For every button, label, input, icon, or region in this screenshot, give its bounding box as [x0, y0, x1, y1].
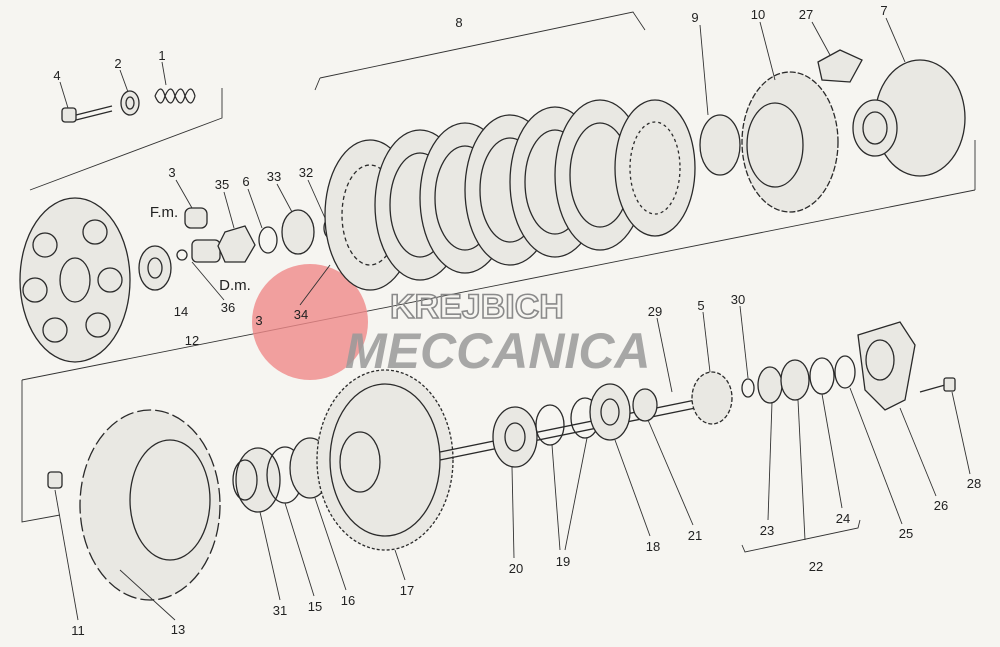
label-15: 15 — [308, 599, 322, 614]
part-labels: 4 2 1 3 F.m. 35 6 33 32 14 36 D.m. 3 12 … — [53, 3, 981, 638]
label-3b: 3 — [255, 313, 262, 328]
label-25: 25 — [899, 526, 913, 541]
watermark-line2: MECCANICA — [345, 323, 651, 379]
screw-28 — [919, 377, 956, 393]
label-11: 11 — [71, 623, 85, 638]
label-23: 23 — [760, 523, 774, 538]
label-dm: D.m. — [219, 277, 251, 294]
label-36: 36 — [221, 300, 235, 315]
label-fm: F.m. — [150, 204, 178, 221]
label-31: 31 — [273, 603, 287, 618]
label-18: 18 — [646, 539, 660, 554]
label-2: 2 — [114, 56, 121, 71]
washer-2 — [120, 90, 140, 116]
watermark-circle — [252, 264, 368, 380]
bushing-31 — [232, 447, 281, 513]
label-12: 12 — [185, 333, 199, 348]
cover-7 — [852, 59, 966, 177]
damper-27 — [817, 49, 863, 83]
pushrod-parts — [176, 207, 337, 263]
label-9: 9 — [691, 10, 698, 25]
pressure-plate-12 — [19, 197, 131, 363]
label-17: 17 — [400, 583, 414, 598]
label-13: 13 — [171, 622, 185, 637]
bearing-18 — [589, 383, 631, 441]
label-14: 14 — [174, 304, 188, 319]
panel-borders — [21, 11, 976, 553]
slave-cylinder-26 — [857, 321, 916, 411]
bearing-20 — [492, 406, 538, 468]
bearing-14 — [138, 245, 172, 291]
label-20: 20 — [509, 561, 523, 576]
gear-17 — [316, 369, 454, 551]
label-26: 26 — [934, 498, 948, 513]
label-3a: 3 — [168, 165, 175, 180]
label-16: 16 — [341, 593, 355, 608]
label-35: 35 — [215, 177, 229, 192]
label-30: 30 — [731, 292, 745, 307]
watermark-line1: KREJBICH — [390, 288, 564, 326]
label-19: 19 — [556, 554, 570, 569]
label-22: 22 — [809, 559, 823, 574]
label-28: 28 — [967, 476, 981, 491]
label-1: 1 — [158, 48, 165, 63]
screw-4 — [61, 105, 113, 123]
label-32: 32 — [299, 165, 313, 180]
label-24: 24 — [836, 511, 850, 526]
label-29: 29 — [648, 304, 662, 319]
label-4: 4 — [53, 68, 60, 83]
hub-9-10 — [699, 71, 839, 213]
seals-22-25 — [741, 355, 856, 404]
label-7: 7 — [880, 3, 887, 18]
label-21: 21 — [688, 528, 702, 543]
label-6: 6 — [242, 174, 249, 189]
label-10: 10 — [751, 7, 765, 22]
watermark: KREJBICH MECCANICA — [252, 264, 651, 380]
label-33: 33 — [267, 169, 281, 184]
label-8: 8 — [455, 15, 462, 30]
label-34: 34 — [294, 307, 308, 322]
clutch-plates-8 — [324, 99, 696, 291]
spring-1 — [154, 88, 196, 104]
basket-11-13 — [47, 409, 221, 601]
boot-5 — [691, 371, 733, 425]
shaft-29 — [439, 394, 721, 461]
leader-lines — [54, 17, 971, 621]
spacer-21 — [632, 388, 658, 422]
label-5: 5 — [697, 298, 704, 313]
label-27: 27 — [799, 7, 813, 22]
